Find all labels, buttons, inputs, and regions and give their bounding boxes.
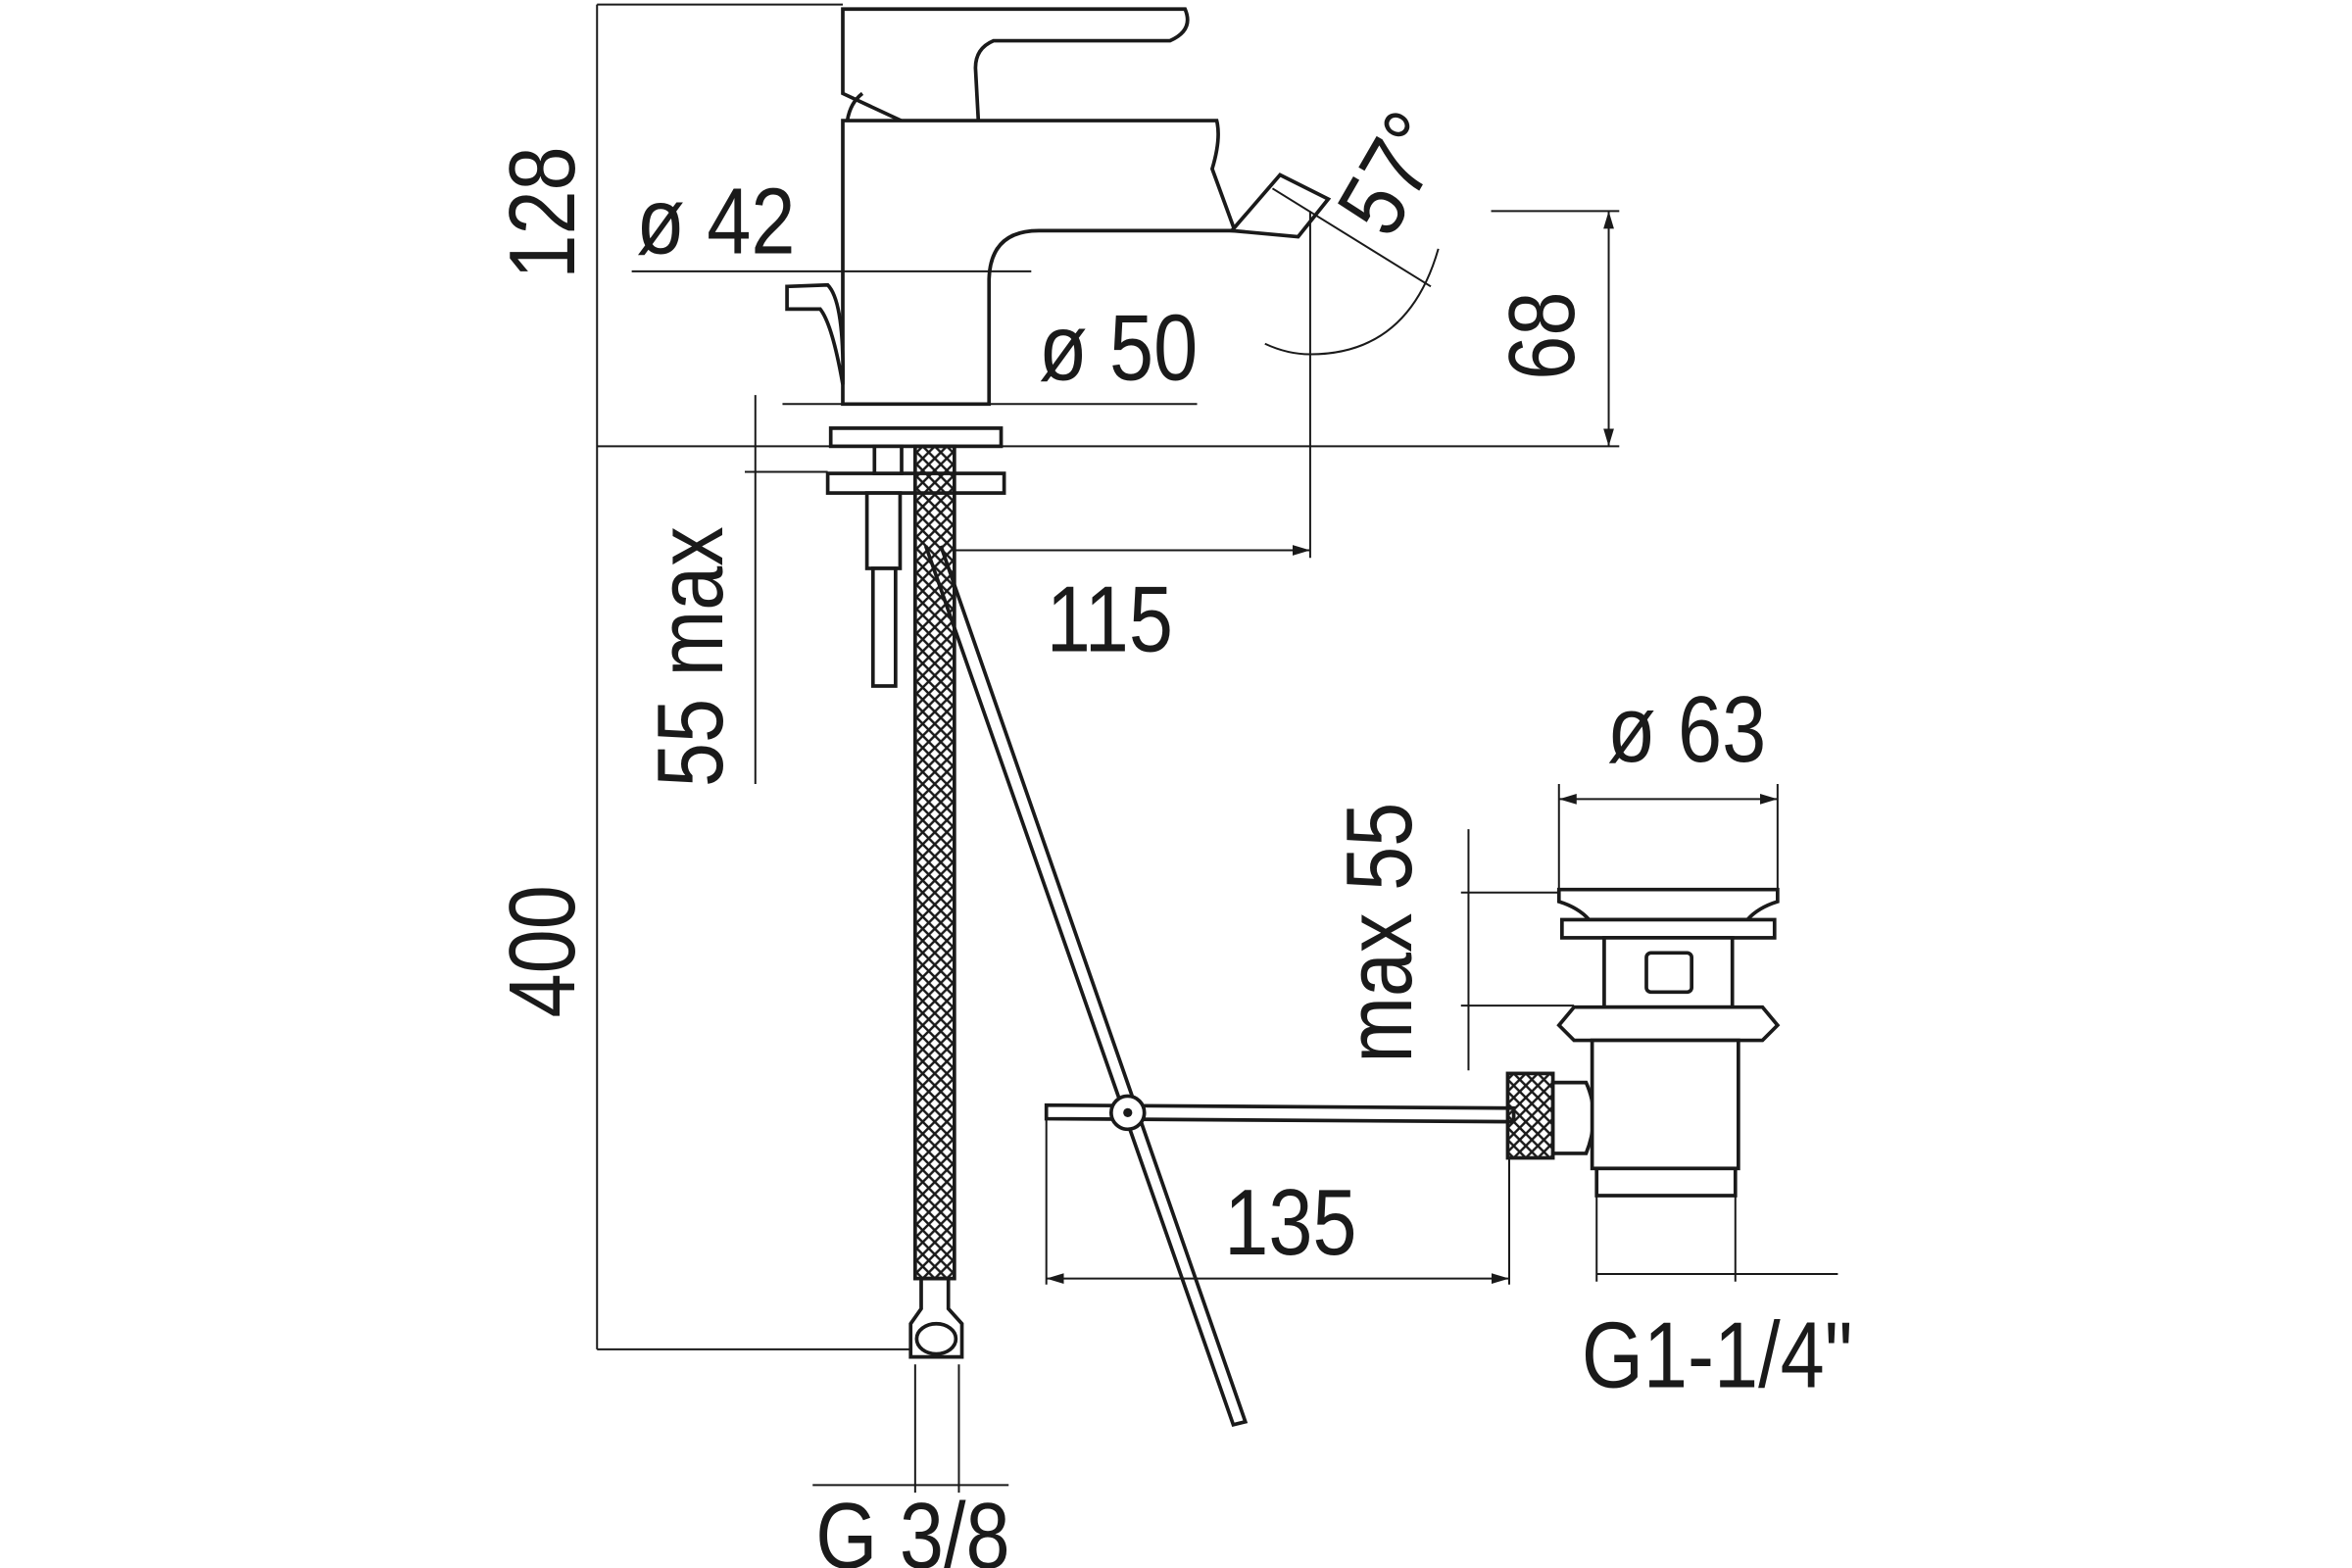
label-drain-diameter: ø 63 — [1607, 677, 1766, 782]
label-spout-angle: 57° — [1317, 95, 1468, 252]
label-rod-length: 135 — [1224, 1170, 1356, 1275]
label-hose-thread: G 3/8 — [815, 1484, 1009, 1568]
label-total-height: 128 — [490, 146, 595, 278]
drain-thread — [1594, 1166, 1738, 1198]
label-hose-length: 400 — [490, 885, 595, 1017]
spout-aerator — [1228, 172, 1332, 239]
drain-collar — [1556, 1004, 1781, 1043]
label-base-diameter: ø 50 — [1039, 295, 1198, 400]
dimension-lines — [596, 3, 1838, 1494]
drain-flange — [1560, 917, 1777, 940]
base-plate — [828, 426, 1004, 449]
faucet-body — [841, 119, 1238, 407]
rod-fixing-nut — [1505, 1071, 1555, 1160]
label-spout-height: 68 — [1490, 292, 1594, 380]
rod-joint-center — [1123, 1107, 1133, 1117]
label-drain-thread: G1-1/4" — [1582, 1302, 1853, 1407]
dimension-labels: 128 ø 42 ø 50 57° 68 55 max 115 400 ø 63… — [490, 95, 1853, 1568]
pop-up-knob — [785, 282, 845, 385]
drain-side-arm — [1550, 1080, 1595, 1155]
lift-rod — [923, 545, 1249, 1428]
label-spout-reach: 115 — [1047, 566, 1173, 671]
shank-upper — [872, 444, 904, 475]
label-deck-thickness: 55 max — [638, 526, 743, 787]
drain-cap — [1556, 887, 1780, 922]
label-drain-max: max 55 — [1327, 803, 1432, 1063]
hose-connector-nut — [908, 1276, 964, 1359]
pop-up-waste — [923, 545, 1781, 1428]
hose-nut-face — [914, 1321, 958, 1356]
drain-body — [1590, 1038, 1740, 1171]
lever-handle — [841, 7, 1190, 125]
label-body-diameter: ø 42 — [636, 169, 795, 273]
cartridge-cap — [845, 91, 864, 122]
faucet — [785, 7, 1332, 1359]
drain-window — [1644, 951, 1693, 995]
shank-rod — [870, 566, 898, 688]
shank-nut — [864, 491, 903, 570]
